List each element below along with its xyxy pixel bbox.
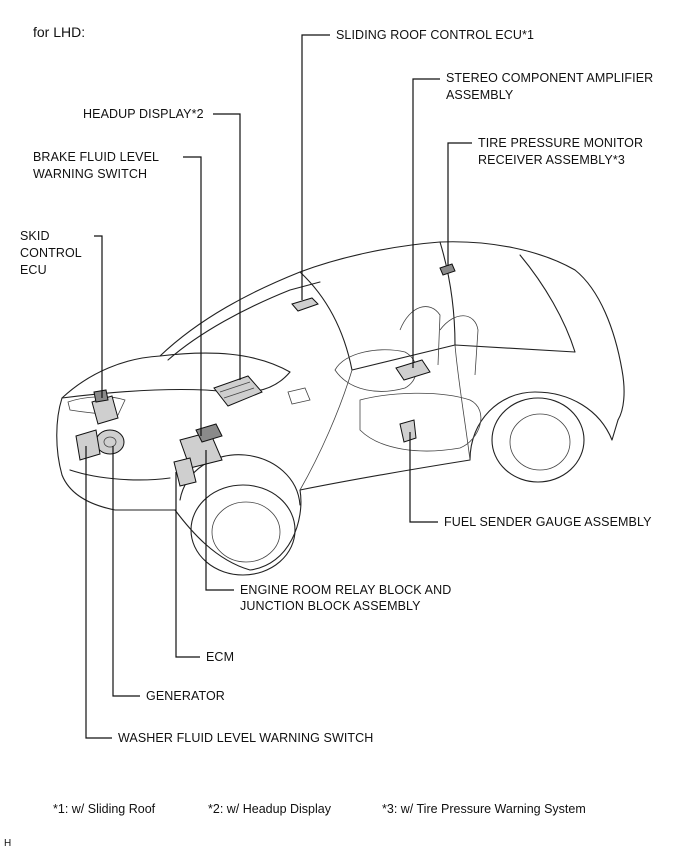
leader-stereo-amp — [412, 78, 440, 368]
component-sliding-roof-ecu — [291, 297, 319, 312]
component-relay-block — [179, 423, 223, 469]
leader-headup-display — [213, 113, 241, 380]
component-skid-control-ecu — [91, 389, 119, 425]
label-relay-block-line2: JUNCTION BLOCK ASSEMBLY — [240, 599, 421, 613]
label-brake-fluid-line2: WARNING SWITCH — [33, 167, 148, 181]
label-relay-block-line1: ENGINE ROOM RELAY BLOCK AND — [240, 583, 452, 597]
component-ecm — [173, 457, 197, 487]
leader-skid-ecu — [94, 235, 103, 398]
label-brake-fluid-line1: BRAKE FLUID LEVEL — [33, 150, 160, 164]
label-sliding-roof-ecu: SLIDING ROOF CONTROL ECU*1 — [336, 28, 534, 42]
leader-lines — [85, 34, 472, 739]
component-fuel-sender — [399, 419, 417, 443]
component-generator — [95, 429, 125, 455]
footnote-1: *1: w/ Sliding Roof — [53, 802, 156, 816]
leader-relay-block — [205, 450, 234, 591]
component-headup-display — [213, 375, 263, 407]
footnote-3: *3: w/ Tire Pressure Warning System — [382, 802, 586, 816]
leader-sliding-roof — [301, 34, 330, 300]
leader-brake-fluid — [183, 156, 202, 436]
label-stereo-amplifier-line1: STEREO COMPONENT AMPLIFIER — [446, 71, 654, 85]
leader-generator — [112, 446, 140, 697]
leader-tire-pressure — [447, 142, 472, 266]
label-headup-display: HEADUP DISPLAY*2 — [83, 107, 204, 121]
leader-washer-switch — [85, 446, 112, 739]
footnote-2: *2: w/ Headup Display — [208, 802, 331, 816]
label-skid-ecu-line3: ECU — [20, 263, 47, 277]
label-tire-pressure-line2: RECEIVER ASSEMBLY*3 — [478, 153, 625, 167]
label-tire-pressure-line1: TIRE PRESSURE MONITOR — [478, 136, 644, 150]
component-washer-switch — [75, 429, 101, 461]
label-fuel-sender: FUEL SENDER GAUGE ASSEMBLY — [444, 515, 652, 529]
label-washer-fluid-switch: WASHER FLUID LEVEL WARNING SWITCH — [118, 731, 374, 745]
corner-mark: H — [4, 838, 12, 849]
label-stereo-amplifier-line2: ASSEMBLY — [446, 88, 514, 102]
label-ecm: ECM — [206, 650, 235, 664]
label-generator: GENERATOR — [146, 689, 225, 703]
label-skid-ecu-line1: SKID — [20, 229, 50, 243]
label-skid-ecu-line2: CONTROL — [20, 246, 82, 260]
leader-fuel-sender — [409, 432, 438, 523]
leader-ecm — [175, 472, 200, 658]
diagram-title: for LHD: — [33, 24, 86, 40]
